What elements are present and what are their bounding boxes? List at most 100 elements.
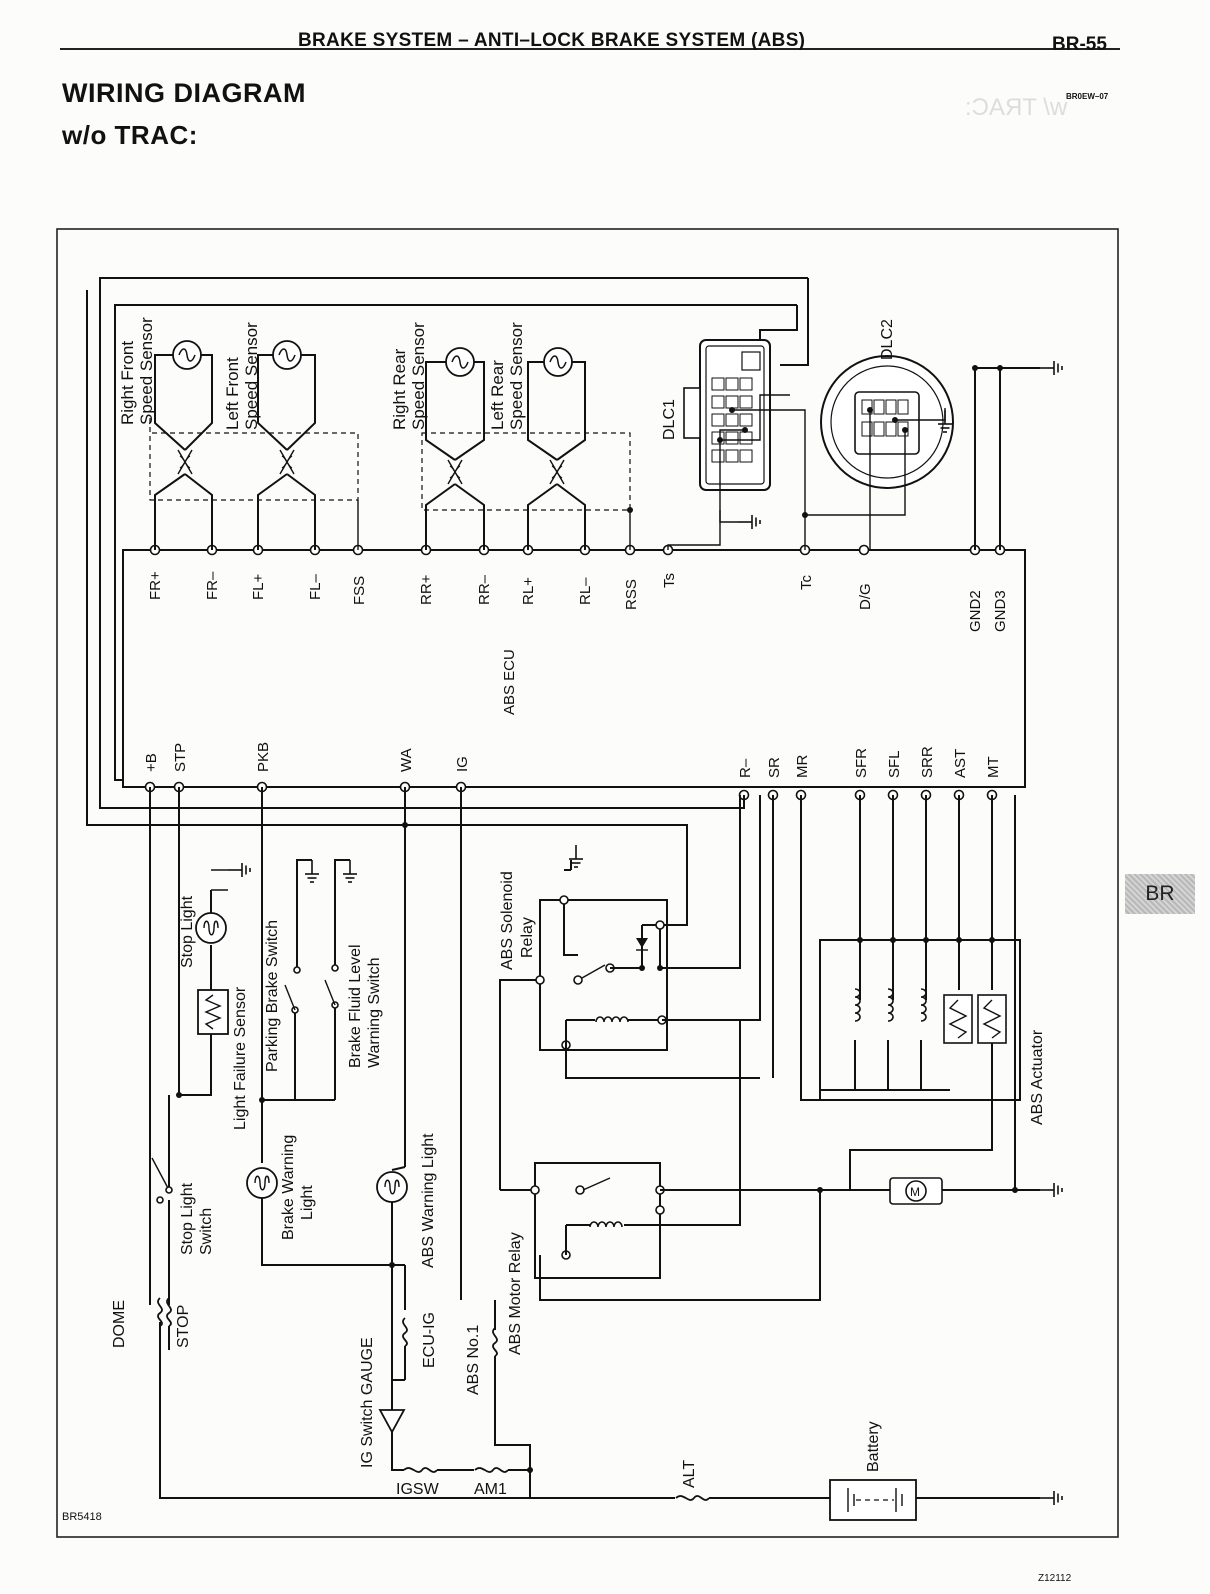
pin-ast: AST [952,749,969,801]
pin-pkb: PKB [255,742,272,793]
abs-actuator: ABS Actuator [819,795,1046,1125]
diagram-title: WIRING DIAGRAM [62,78,306,108]
pin-label-mr: MR [794,755,811,778]
am1-fuse-icon [474,1467,509,1473]
motor-relay-label: ABS Motor Relay [507,1232,524,1355]
pin-label-mt: MT [985,756,1002,778]
ecu-ground [972,360,1063,550]
light-failure-sensor-label: Light Failure Sensor [232,986,249,1130]
pin-label-rr-plus: RR+ [418,574,435,605]
svg-text:Speed Sensor: Speed Sensor [242,322,261,430]
ecu-top-pins: FR+ FR– FL+ FL– FSS RR+ RR– RL+ RL– RSS … [147,544,1009,632]
ecu-ig-fuse-icon [402,1317,408,1347]
pin-label-ast: AST [952,749,969,778]
pin-rl-plus: RL+ [520,544,537,605]
pin-fl-minus: FL– [307,544,324,600]
dlc2-connector: DLC2 [802,319,954,550]
dome-fuse-label: DOME [111,1300,128,1348]
pin-label-ig: IG [454,756,471,772]
stop-light-label: Stop Light [179,895,196,968]
dlc1-connector: DLC1 [661,339,806,550]
abs-warning-light-label: ABS Warning Light [420,1133,437,1268]
svg-text:Light: Light [299,1185,316,1220]
pin-fl-plus: FL+ [250,544,267,600]
brake-warning-light-label: Brake Warning [280,1135,297,1240]
pin-label-rr-minus: RR– [476,574,493,605]
pin-sfr: SFR [853,748,870,801]
pin-label-fl-plus: FL+ [250,573,267,600]
pin-label-stp: STP [172,743,189,772]
left-rear-sensor-label: Left Rear [488,360,507,430]
pin-label-gnd3: GND3 [992,590,1009,632]
ast-sensor-icon [943,994,973,1044]
pin-mt: MT [985,756,1002,801]
solenoid-relay-label: ABS Solenoid [499,871,516,970]
pin-label-sfr: SFR [853,748,870,778]
pin-label-rss: RSS [623,579,640,610]
ecu-ig-fuse-label: ECU-IG [421,1312,438,1368]
pin-fss: FSS [351,544,368,605]
sfl-solenoid-icon [887,988,894,1022]
ecu-bottom-pins: +B STP PKB WA IG R– SR MR SFR SFL SRR AS… [143,742,1002,801]
abs-ecu-box [122,549,1026,788]
dlc2-label: DLC2 [879,319,896,360]
battery-label: Battery [865,1421,882,1472]
stop-fuse-label: STOP [175,1305,192,1348]
alt-fuse-label: ALT [681,1460,698,1488]
pin-label-rl-plus: RL+ [520,577,537,605]
svg-text:M: M [910,1185,920,1199]
pin-rss: RSS [623,544,640,610]
pin-mr: MR [794,755,811,801]
abs-motor-relay: M ABS Motor Relay [500,795,1063,1355]
right-front-sensor-label: Right Front [118,341,137,425]
abs-ecu-label: ABS ECU [501,649,518,715]
document-code: BR0EW–07 [1066,92,1109,101]
speed-sensors: Right Front Speed Sensor Left Front Spee… [118,317,633,550]
left-front-sensor-label: Left Front [223,357,242,430]
pin-sfl: SFL [886,750,903,801]
igsw-fuse-icon [403,1467,438,1473]
brake-fluid-switch-label: Brake Fluid Level [347,944,364,1068]
am1-fuse-label: AM1 [474,1481,507,1498]
right-front-sensor-icon [172,340,202,370]
pin-plus-b: +B [143,753,160,793]
pin-label-sfl: SFL [886,750,903,778]
pin-gnd2: GND2 [967,544,984,632]
diagram-subtitle: w/o TRAC: [62,120,198,150]
left-rear-sensor-icon [543,347,573,377]
abs-no1-fuse-label: ABS No.1 [465,1325,482,1395]
abs-actuator-label: ABS Actuator [1029,1029,1046,1125]
dlc-loop-wires [86,277,809,926]
parking-brake-switch-label: Parking Brake Switch [264,920,281,1072]
pin-label-ts: Ts [661,573,678,588]
pin-stp: STP [172,743,189,793]
svg-text:Speed Sensor: Speed Sensor [409,322,428,430]
alt-fuse-icon [675,1495,710,1501]
svg-text:Relay: Relay [519,917,536,958]
pin-gnd3: GND3 [992,544,1009,632]
pin-fr-plus: FR+ [147,544,164,600]
pin-label-dg: D/G [857,583,874,610]
pin-label-plus-b: +B [143,753,160,772]
pin-label-fss: FSS [351,576,368,605]
abs-warning-light-icon [376,1171,408,1203]
pin-ts: Ts [661,544,678,588]
pin-label-wa: WA [398,748,415,772]
section-tab: BR [1125,874,1195,914]
image-code: Z12112 [1038,1573,1072,1584]
dome-fuse-icon [157,1297,163,1327]
mt-sensor-icon [977,994,1007,1044]
sfr-solenoid-icon [854,988,861,1022]
abs-solenoid-relay: ABS Solenoid Relay [499,795,761,1190]
svg-text:Speed Sensor: Speed Sensor [507,322,526,430]
stop-light-switch-label: Stop Light [179,1182,196,1255]
pin-label-fr-minus: FR– [204,571,221,600]
left-power-circuit: DOME STOP Stop Light Switch Stop Light L… [111,787,1063,1521]
pin-label-sr: SR [766,757,783,778]
figure-code: BR5418 [62,1511,102,1523]
pin-label-tc: Tc [798,575,815,591]
pin-label-r-minus: R– [737,758,754,778]
pin-rl-minus: RL– [577,544,594,605]
dlc1-label: DLC1 [661,399,678,440]
svg-text:Warning Switch: Warning Switch [366,957,383,1068]
